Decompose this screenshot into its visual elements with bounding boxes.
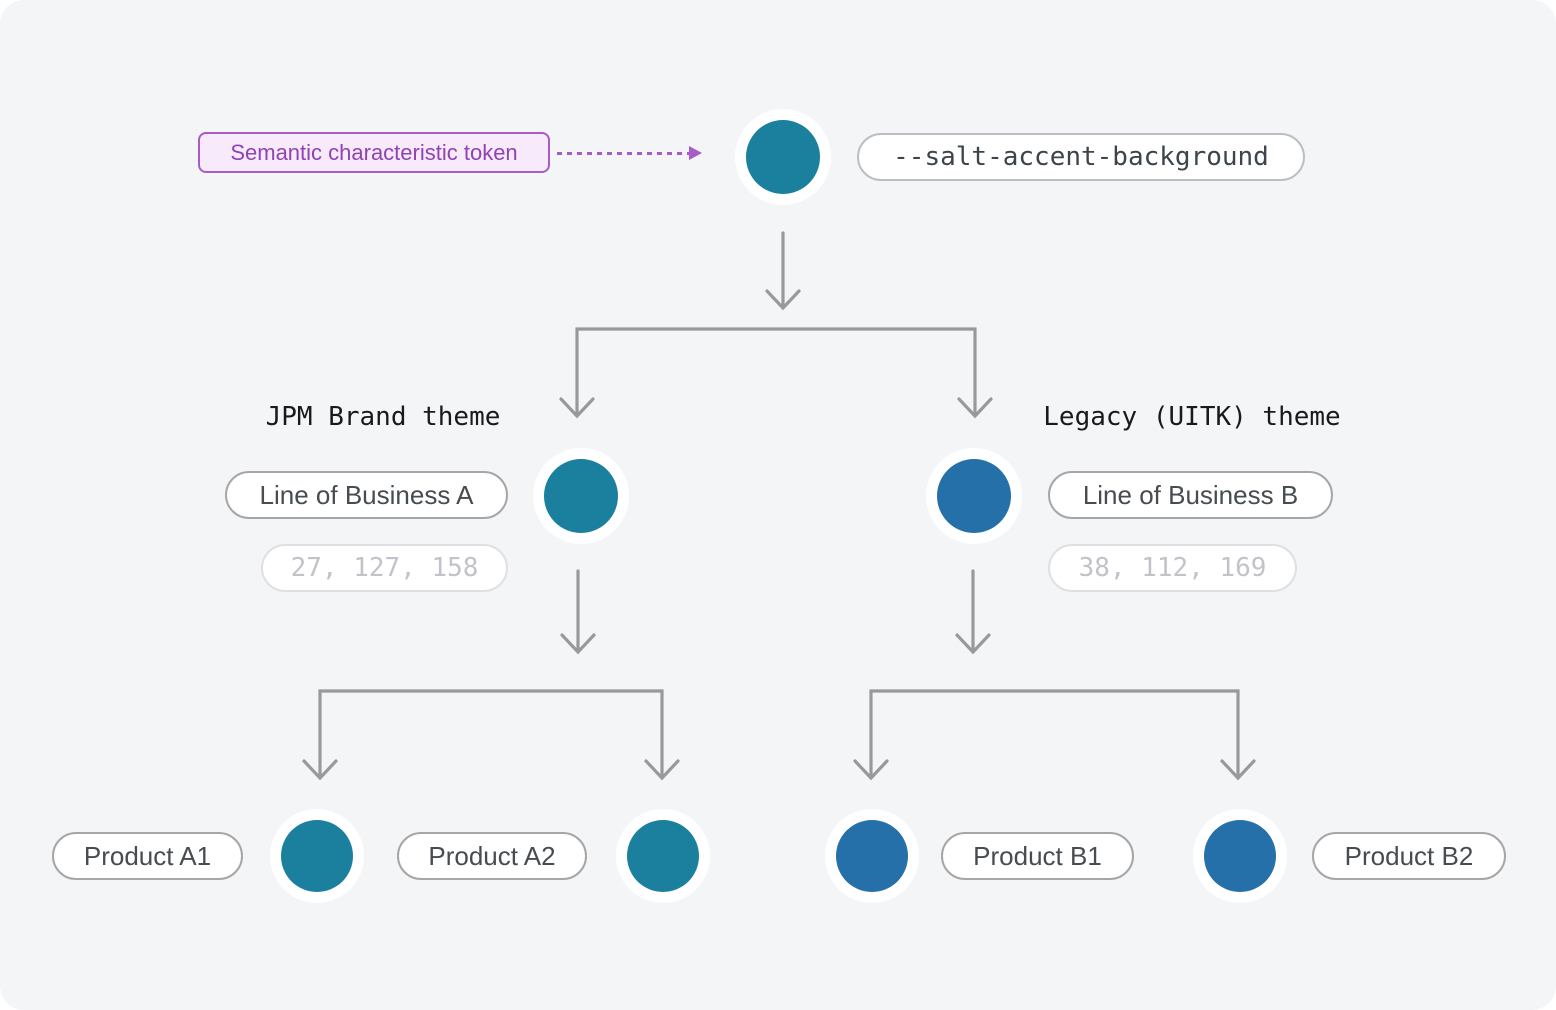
arrow-branch-a-right-head	[644, 759, 680, 781]
arrow-branch-top	[575, 327, 977, 414]
product-a1-label: Product A1	[83, 840, 212, 871]
semantic-token-annotation-label: Semantic characteristic token	[230, 139, 518, 165]
lob-b-label: Line of Business B	[1082, 479, 1299, 510]
lob-a-node	[533, 448, 629, 544]
lob-a-rgb-pill: 27, 127, 158	[261, 544, 508, 592]
product-a2-pill: Product A2	[397, 832, 587, 880]
lob-b-swatch	[937, 459, 1011, 533]
root-token-swatch	[746, 120, 820, 194]
product-a2-node	[616, 809, 710, 903]
arrow-branch-b-left-head	[853, 759, 889, 781]
root-token-pill: --salt-accent-background	[857, 133, 1305, 181]
annotation-dotted-line	[557, 152, 691, 155]
arrow-branch-b	[869, 689, 1240, 776]
theme-heading-legacy-label: Legacy (UITK) theme	[1043, 402, 1341, 432]
product-b1-swatch	[836, 820, 908, 892]
lob-a-pill: Line of Business A	[225, 471, 508, 519]
arrow-branch-top-left-head	[559, 397, 595, 419]
product-a1-pill: Product A1	[52, 832, 243, 880]
product-a2-swatch	[627, 820, 699, 892]
theme-heading-legacy: Legacy (UITK) theme	[1030, 402, 1354, 432]
lob-b-pill: Line of Business B	[1048, 471, 1333, 519]
arrow-branch-a-left-head	[302, 759, 338, 781]
product-a1-node	[270, 809, 364, 903]
arrow-root-head	[765, 289, 801, 311]
root-token-name: --salt-accent-background	[893, 142, 1269, 172]
arrow-loba-head	[560, 633, 596, 655]
lob-b-rgb-pill: 38, 112, 169	[1048, 544, 1297, 592]
product-b1-label: Product B1	[973, 840, 1102, 871]
lob-a-rgb-value: 27, 127, 158	[290, 553, 479, 583]
product-b2-pill: Product B2	[1312, 832, 1506, 880]
lob-b-rgb-value: 38, 112, 169	[1078, 553, 1267, 583]
lob-b-node	[926, 448, 1022, 544]
lob-a-label: Line of Business A	[259, 479, 474, 510]
root-token-node	[735, 109, 831, 205]
annotation-arrowhead-icon	[689, 146, 702, 160]
arrow-lobb-head	[955, 633, 991, 655]
semantic-token-annotation: Semantic characteristic token	[198, 132, 550, 173]
theme-heading-jpm: JPM Brand theme	[255, 402, 511, 432]
product-a1-swatch	[281, 820, 353, 892]
lob-a-swatch	[544, 459, 618, 533]
product-b2-swatch	[1204, 820, 1276, 892]
product-b2-label: Product B2	[1344, 840, 1474, 871]
arrow-branch-b-right-head	[1220, 759, 1256, 781]
theme-heading-jpm-label: JPM Brand theme	[265, 402, 501, 432]
arrow-branch-top-right-head	[957, 397, 993, 419]
product-b1-pill: Product B1	[941, 832, 1134, 880]
product-b2-node	[1193, 809, 1287, 903]
product-a2-label: Product A2	[428, 840, 556, 871]
arrow-branch-a	[318, 689, 664, 776]
product-b1-node	[825, 809, 919, 903]
